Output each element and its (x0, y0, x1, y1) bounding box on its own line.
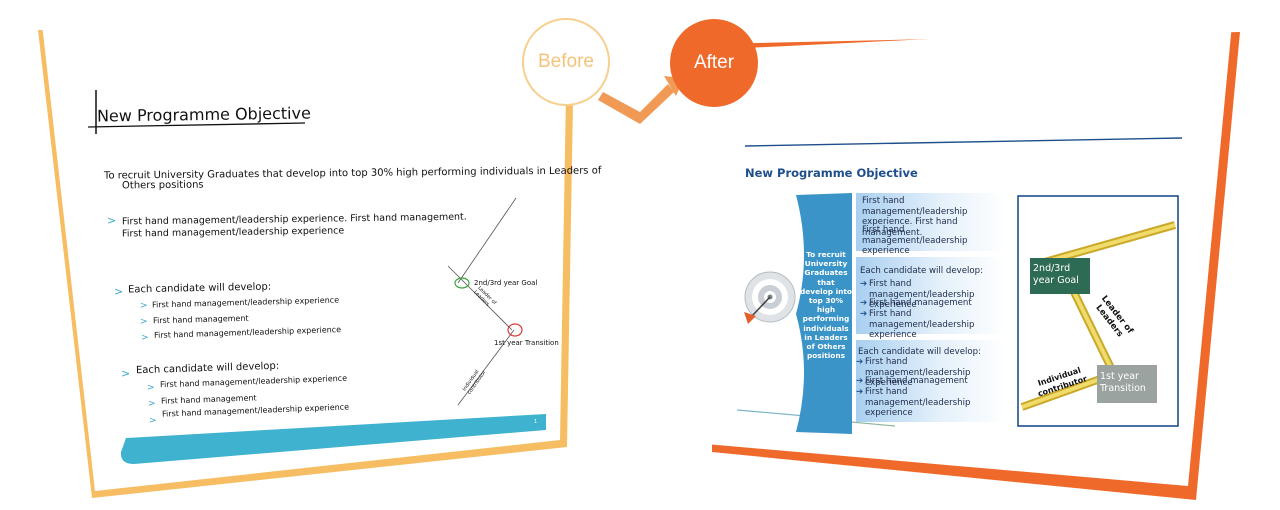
before-badge (522, 18, 610, 106)
after-badge (670, 19, 758, 107)
before-g2-chevron-2: > (148, 399, 156, 409)
after-p3-arrow-icon-3: ➔ (856, 387, 864, 397)
after-panel1-line2: First hand management/leadership experie… (862, 225, 968, 256)
before-title-underline (87, 122, 306, 128)
after-p3-item-1: First hand management/leadership experie… (865, 357, 971, 388)
before-bullet1-chevron: > (107, 214, 117, 227)
after-panel-3 (856, 340, 1006, 422)
before-title: New Programme Objective (96, 103, 311, 126)
before-diagram-line-top (457, 197, 517, 284)
after-header-rule (744, 137, 1183, 147)
after-p3-item-3: First hand management/leadership experie… (865, 387, 971, 418)
before-diagram-line-low (457, 329, 515, 406)
before-diagram-line-mid (447, 265, 513, 331)
before-goal-circle (454, 277, 470, 289)
before-page-number: 1 (534, 419, 538, 425)
after-p2-item-3: First hand management/leadership experie… (869, 309, 975, 340)
before-group2-chevron: > (121, 367, 131, 380)
after-p2-arrow-icon-3: ➔ (860, 309, 868, 319)
after-footer-line1 (736, 409, 807, 417)
after-p2-arrow-icon-2: ➔ (860, 298, 868, 308)
after-objective-text: To recruit University Graduates that dev… (800, 250, 853, 361)
target-icon (744, 271, 796, 324)
before-diagram-transition: 1st year Transition (494, 339, 559, 347)
after-goal-label: 2nd/3rd year Goal (1033, 263, 1079, 286)
after-objective-banner (796, 193, 852, 434)
after-panel1-line1: First hand management/leadership experie… (862, 196, 968, 238)
before-footer-bar (120, 414, 546, 464)
after-p3-item-2: First hand management (865, 376, 968, 386)
after-panel2-heading: Each candidate will develop: (860, 266, 984, 276)
after-p3-arrow-icon-1: ➔ (856, 357, 864, 367)
after-panel3-heading: Each candidate will develop: (858, 347, 982, 357)
before-g1-chevron-2: > (140, 317, 148, 327)
before-g1-chevron-3: > (141, 333, 149, 343)
before-g2-chevron-1: > (147, 383, 155, 393)
after-transition-box (1097, 365, 1157, 403)
after-panel-1 (856, 193, 1006, 251)
after-p2-item-2: First hand management (869, 298, 972, 308)
after-panel-2 (856, 257, 1006, 334)
before-group1-chevron: > (114, 285, 124, 298)
after-transition-label: 1st year Transition (1100, 371, 1146, 394)
before-to-after-arrow-icon (598, 84, 674, 124)
before-card (42, 24, 567, 491)
before-diagram-goal: 2nd/3rd year Goal (474, 279, 538, 287)
before-intro-line2: Others positions (121, 179, 204, 192)
before-badge-label: Before (538, 51, 594, 72)
after-p2-item-1: First hand management/leadership experie… (869, 279, 975, 310)
after-goal-box (1030, 258, 1090, 294)
after-p2-arrow-icon-1: ➔ (860, 279, 868, 289)
before-g1-chevron-1: > (140, 301, 148, 311)
before-transition-circle (507, 323, 523, 337)
after-p3-arrow-icon-2: ➔ (856, 376, 864, 386)
before-g2-chevron-3: > (149, 416, 157, 426)
after-badge-label: After (693, 52, 735, 73)
after-title: New Programme Objective (745, 166, 918, 180)
